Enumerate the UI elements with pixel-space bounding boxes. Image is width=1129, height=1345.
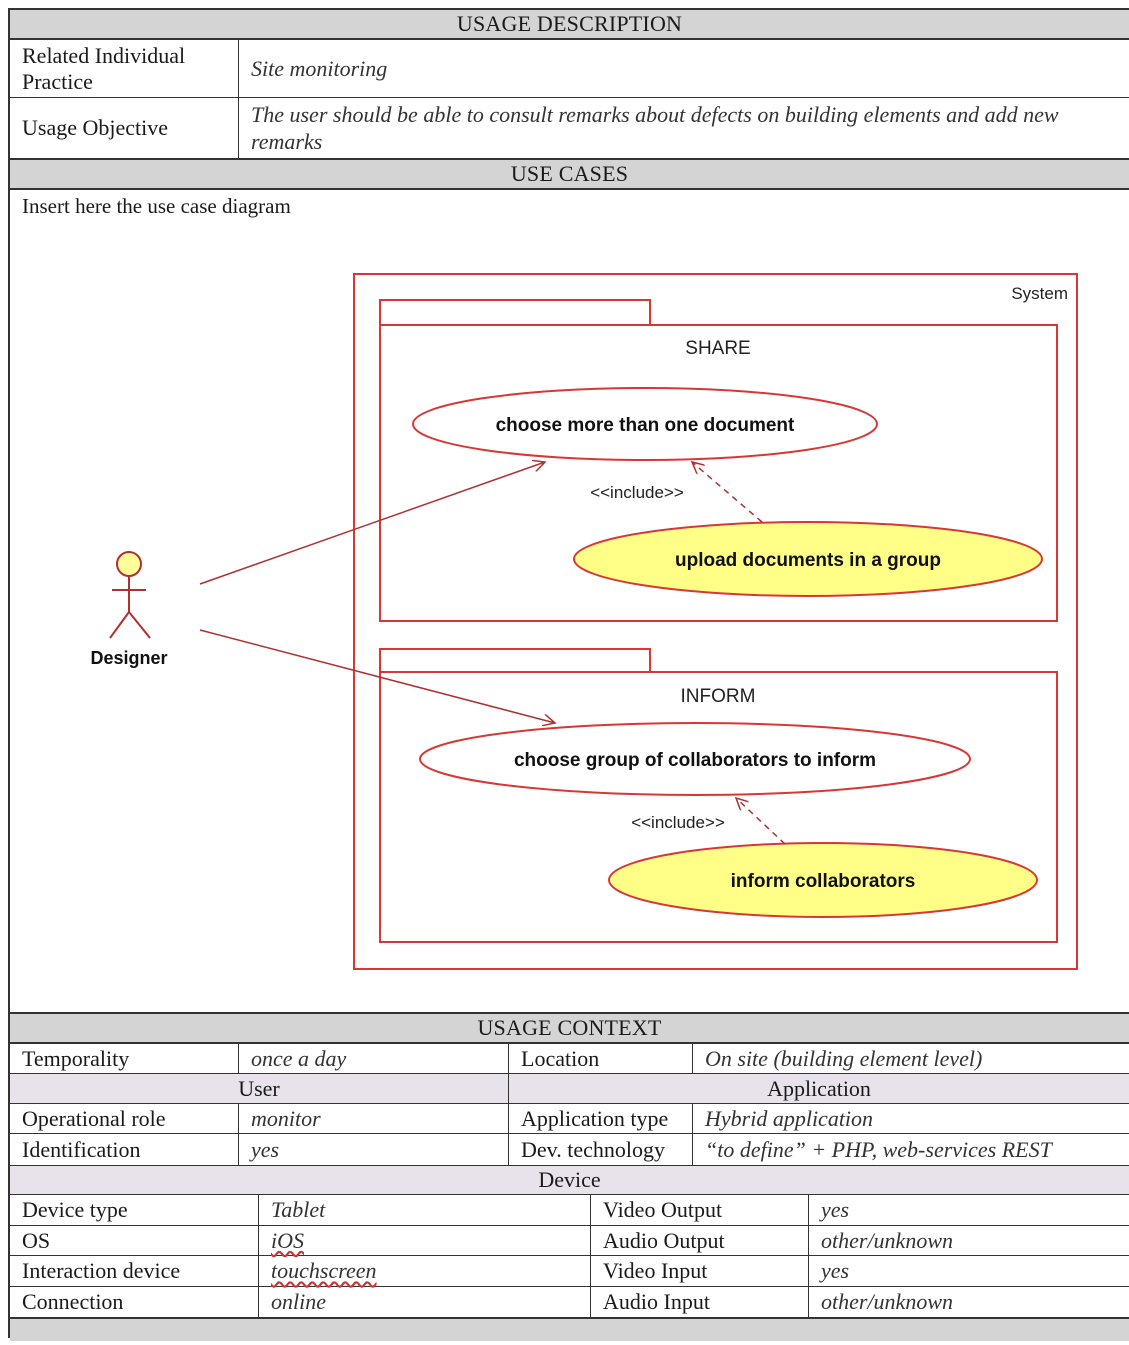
include-label-inform: <<include>> — [631, 813, 725, 832]
use-case-inform-collaborators — [608, 842, 1038, 918]
use-cases-title: USE CASES — [510, 161, 629, 186]
association-share — [199, 462, 545, 585]
location-label: Location — [508, 1044, 692, 1073]
table-footer-bar — [10, 1317, 1129, 1341]
video-output-value: yes — [808, 1195, 1129, 1225]
inform-package-label: INFORM — [681, 686, 756, 707]
related-practice-label: Related Individual Practice — [22, 42, 186, 94]
usage-context-title: USAGE CONTEXT — [477, 1015, 662, 1040]
device-header: Device — [538, 1167, 601, 1192]
use-cases-header: USE CASES — [10, 158, 1129, 190]
usage-description-header: USAGE DESCRIPTION — [10, 8, 1129, 40]
device-row: Interaction device touchscreen Video Inp… — [10, 1256, 1129, 1287]
usage-form: USAGE DESCRIPTION Related Individual Pra… — [8, 8, 1129, 1341]
association-inform — [199, 629, 555, 723]
device-row: Device type Tablet Video Output yes — [10, 1195, 1129, 1226]
identification-value: yes — [238, 1134, 508, 1165]
temporality-label: Temporality — [22, 1045, 130, 1071]
location-value: On site (building element level) — [692, 1044, 1129, 1073]
device-type-label: Device type — [22, 1197, 128, 1222]
audio-output-label: Audio Output — [590, 1226, 808, 1255]
audio-input-value: other/unknown — [808, 1287, 1129, 1317]
os-label: OS — [22, 1227, 51, 1253]
audio-input-label: Audio Input — [590, 1287, 808, 1317]
related-practice-value: Site monitoring — [238, 40, 1129, 97]
temporality-value: once a day — [238, 1044, 508, 1073]
inform-package-tab — [379, 648, 651, 673]
operational-role-value: monitor — [238, 1104, 508, 1133]
operational-role-label: Operational role — [22, 1105, 166, 1131]
device-row: OS iOS Audio Output other/unknown — [10, 1226, 1129, 1256]
os-value-text: iOS — [271, 1227, 304, 1253]
usage-objective-label: Usage Objective — [22, 115, 168, 140]
dev-technology-label: Dev. technology — [508, 1134, 692, 1165]
dev-technology-value: “to define” + PHP, web-services REST — [692, 1134, 1129, 1165]
use-case-upload-documents-label: upload documents in a group — [675, 550, 941, 571]
use-case-choose-documents — [412, 387, 878, 461]
use-case-diagram: System SHARE choose more than one docume… — [90, 273, 1078, 970]
application-type-value: Hybrid application — [692, 1104, 1129, 1133]
share-package — [379, 324, 1058, 622]
use-case-upload-documents — [573, 521, 1043, 597]
inform-package — [379, 671, 1058, 943]
use-case-choose-documents-label: choose more than one document — [496, 415, 795, 436]
use-case-inform-collaborators-label: inform collaborators — [731, 871, 916, 892]
operational-role-row: Operational role monitor Application typ… — [10, 1104, 1129, 1134]
interaction-device-label: Interaction device — [22, 1258, 181, 1283]
usage-objective-row: Usage Objective The user should be able … — [10, 98, 1129, 158]
usage-context-header: USAGE CONTEXT — [10, 1012, 1129, 1044]
use-case-diagram-area: Insert here the use case diagram System … — [10, 192, 1129, 1012]
device-subheader: Device — [10, 1165, 1129, 1195]
video-output-label: Video Output — [590, 1195, 808, 1225]
usage-description-title: USAGE DESCRIPTION — [456, 11, 683, 36]
application-type-label: Application type — [508, 1104, 692, 1133]
connection-label: Connection — [22, 1289, 124, 1314]
interaction-device-value-text: touchscreen — [271, 1258, 377, 1283]
connection-value: online — [258, 1287, 590, 1317]
video-input-value: yes — [808, 1256, 1129, 1286]
share-package-label: SHARE — [685, 338, 750, 359]
video-input-label: Video Input — [590, 1256, 808, 1286]
interaction-device-value: touchscreen — [258, 1256, 590, 1286]
diagram-placeholder-text: Insert here the use case diagram — [22, 194, 291, 218]
include-label-share: <<include>> — [590, 483, 684, 502]
identification-label: Identification — [22, 1136, 141, 1162]
device-type-value: Tablet — [258, 1195, 590, 1225]
designer-actor-icon — [109, 551, 151, 639]
share-package-tab — [379, 299, 651, 326]
device-row: Connection online Audio Input other/unkn… — [10, 1287, 1129, 1317]
related-practice-row: Related Individual Practice Site monitor… — [10, 40, 1129, 98]
system-boundary — [353, 273, 1078, 970]
use-case-choose-collaborators-label: choose group of collaborators to inform — [514, 750, 876, 771]
usage-objective-value: The user should be able to consult remar… — [238, 98, 1129, 158]
include-arrow-share — [692, 462, 763, 523]
os-value: iOS — [258, 1226, 590, 1255]
system-label: System — [1011, 284, 1068, 303]
user-header: User — [238, 1075, 280, 1101]
temporality-row: Temporality once a day Location On site … — [10, 1044, 1129, 1074]
designer-actor-label: Designer — [90, 648, 167, 668]
user-application-subheader: User Application — [10, 1074, 1129, 1104]
audio-output-value: other/unknown — [808, 1226, 1129, 1255]
include-arrow-inform — [736, 798, 786, 845]
use-case-choose-collaborators — [419, 722, 971, 796]
application-header: Application — [508, 1074, 1129, 1103]
identification-row: Identification yes Dev. technology “to d… — [10, 1134, 1129, 1165]
